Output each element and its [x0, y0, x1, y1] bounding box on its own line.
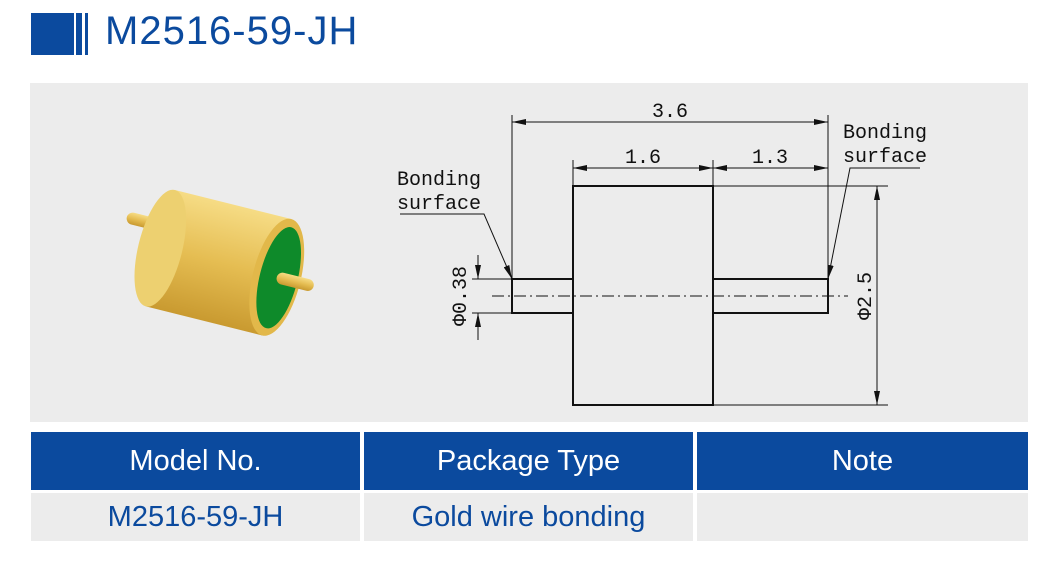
dim-body-length: 1.6: [625, 147, 661, 170]
bonding-label-left-line1: Bonding: [397, 169, 481, 192]
header-logo-block: [31, 13, 74, 55]
header-note: Note: [697, 432, 1028, 490]
header-bar: [85, 13, 88, 55]
bonding-label-left-line2: surface: [397, 193, 481, 216]
header-bar: [76, 13, 82, 55]
page-title: M2516-59-JH: [105, 9, 359, 53]
cell-model-no: M2516-59-JH: [31, 493, 360, 541]
header-model-no: Model No.: [31, 432, 360, 490]
dim-shaft-length: 1.3: [752, 147, 788, 170]
cell-note: [697, 493, 1028, 541]
dim-body-diameter: Φ2.5: [855, 272, 878, 320]
product-3d-image: [126, 189, 314, 336]
bonding-label-right-line1: Bonding: [843, 122, 927, 145]
cell-package-type: Gold wire bonding: [364, 493, 693, 541]
dim-total-length: 3.6: [652, 101, 688, 124]
dimension-drawing: [400, 115, 920, 406]
bonding-label-right-line2: surface: [843, 146, 927, 169]
dim-shaft-diameter: Φ0.38: [450, 266, 473, 326]
header-package-type: Package Type: [364, 432, 693, 490]
